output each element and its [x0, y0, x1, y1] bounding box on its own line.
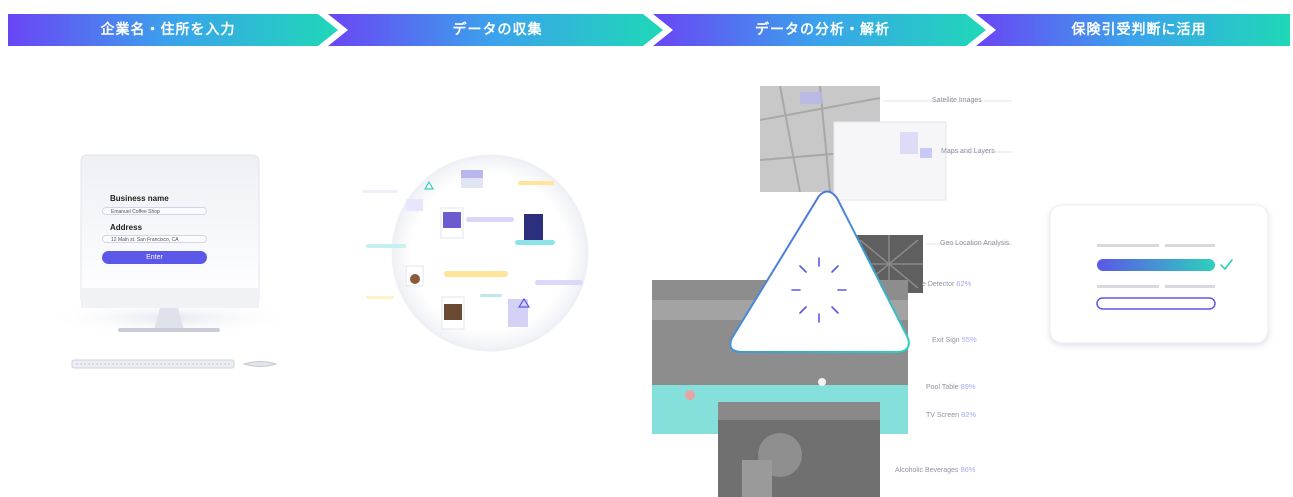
step-2-label: データの収集 — [452, 22, 543, 38]
step-1-label: 企業名・住所を入力 — [100, 22, 236, 38]
collection-circle — [391, 154, 589, 352]
result-card-graphic — [1049, 204, 1269, 344]
data-bar — [466, 217, 514, 222]
map-layer — [833, 121, 947, 201]
monitor-neck — [154, 308, 184, 330]
photo-card-small — [406, 199, 423, 211]
banner-arrows — [8, 14, 1290, 46]
placeholder-line — [1097, 244, 1159, 247]
data-bar — [515, 240, 555, 245]
placeholder-line — [1097, 285, 1159, 288]
data-bar — [362, 190, 398, 193]
step-4-label: 保険引受判断に活用 — [1071, 22, 1207, 38]
data-bar — [518, 181, 554, 185]
score-bar — [1097, 259, 1215, 271]
business-name-field[interactable]: Emanuel Coffee Shop — [102, 207, 207, 215]
check-icon — [1220, 259, 1233, 271]
monitor-chin — [81, 288, 259, 308]
listing-card — [508, 299, 528, 327]
business-name-label: Business name — [110, 194, 169, 203]
triangle-marker — [517, 297, 531, 308]
triangle-marker — [423, 180, 435, 190]
step-arrow-2 — [328, 14, 663, 46]
address-field[interactable]: 12 Main st. San Francisco, CA — [102, 235, 207, 243]
step-arrow-3 — [653, 14, 986, 46]
step-arrow-4 — [976, 14, 1290, 46]
result-card — [1049, 204, 1269, 344]
data-bar — [366, 296, 394, 299]
placeholder-line — [1165, 285, 1215, 288]
analysis-graphic — [652, 85, 1012, 497]
data-bar — [366, 244, 406, 248]
step-arrow-1 — [8, 14, 338, 46]
data-collection-illustration — [340, 0, 660, 497]
enter-button[interactable]: Enter — [102, 251, 207, 264]
placeholder-line — [1165, 244, 1215, 247]
mouse — [242, 361, 278, 367]
address-label: Address — [110, 223, 143, 232]
data-bar — [444, 271, 508, 277]
step-3-label: データの分析・解析 — [755, 22, 890, 38]
underwriting-result-illustration — [1040, 195, 1280, 355]
analysis-triangle — [729, 190, 910, 353]
computer-graphic — [40, 154, 300, 369]
empty-bar — [1096, 297, 1216, 310]
monitor-screen — [80, 154, 260, 306]
phone-card — [524, 214, 543, 244]
label-satellite-images: Satellite Images — [932, 97, 982, 104]
data-bar — [535, 280, 583, 285]
data-bar — [480, 294, 502, 297]
data-collection-graphic — [362, 154, 589, 352]
label-maps-and-layers: Maps and Layers — [941, 148, 995, 155]
loading-spinner-icon — [791, 257, 847, 323]
label-geo-location: Geo Location Analysis — [940, 240, 1010, 247]
process-steps-banner: 企業名・住所を入力 データの収集 データの分析・解析 保険引受判断に活用 — [0, 14, 1293, 46]
data-analysis-illustration: Satellite Images Maps and Layers Geo Loc… — [650, 0, 1020, 497]
monitor-base — [118, 328, 220, 332]
computer-illustration: Business name Emanuel Coffee Shop Addres… — [0, 0, 330, 497]
